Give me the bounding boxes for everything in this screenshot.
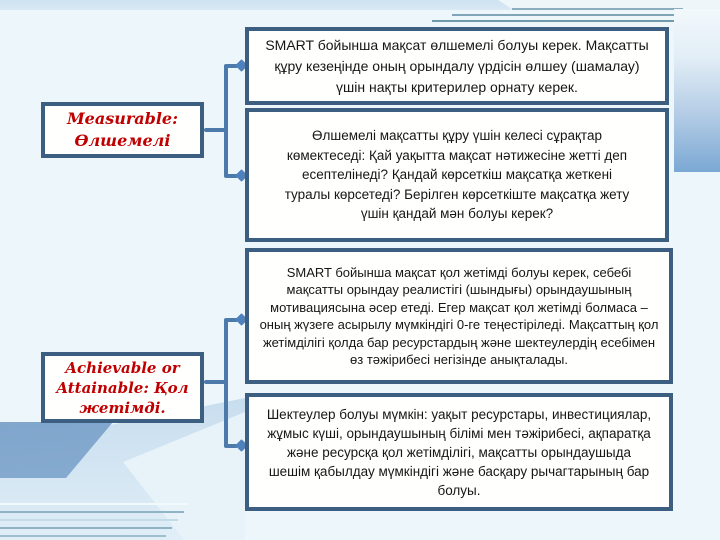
bottom-decor-line <box>0 535 166 537</box>
connector-achievable-stub <box>204 380 226 384</box>
text-box-measurable-definition: SMART бойынша мақсат өлшемелі болуы кере… <box>245 27 669 105</box>
achievable-definition-text: SMART бойынша мақсат қол жетімді болуы к… <box>259 264 659 368</box>
top-decor-line <box>452 14 688 16</box>
connector-measurable-arm-bottom <box>226 174 238 178</box>
achievable-constraints-text: Шектеулер болуы мүмкін: уақыт ресурстары… <box>266 406 652 498</box>
text-box-achievable-constraints: Шектеулер болуы мүмкін: уақыт ресурстары… <box>245 393 673 511</box>
top-decor-line <box>512 8 683 10</box>
connector-achievable-rail <box>224 318 228 448</box>
label-achievable-text: Achievable or Attainable: Қол жетімді. <box>56 358 189 417</box>
bottom-decor-line <box>0 503 188 505</box>
right-gradient-band <box>674 9 720 172</box>
label-measurable-text: Measurable: Өлшемелі <box>66 109 179 150</box>
label-box-measurable: Measurable: Өлшемелі <box>41 102 204 158</box>
top-decor-line <box>432 20 689 22</box>
connector-measurable-rail <box>224 64 228 178</box>
label-box-achievable: Achievable or Attainable: Қол жетімді. <box>41 352 204 423</box>
connector-measurable-stub <box>204 128 226 132</box>
connector-achievable-arm-top <box>226 318 238 322</box>
bottom-decor-line <box>0 511 184 513</box>
text-box-achievable-definition: SMART бойынша мақсат қол жетімді болуы к… <box>245 248 673 384</box>
connector-achievable-arm-bottom <box>226 444 238 448</box>
bottom-decor-line <box>0 519 178 521</box>
connector-measurable-arm-top <box>226 64 238 68</box>
text-box-measurable-questions: Өлшемелі мақсатты құру үшін келесі сұрақ… <box>245 108 669 242</box>
measurable-questions-text: Өлшемелі мақсатты құру үшін келесі сұрақ… <box>284 128 630 222</box>
bottom-decor-line <box>0 527 172 529</box>
measurable-definition-text: SMART бойынша мақсат өлшемелі болуы кере… <box>265 36 649 95</box>
top-accent-strip <box>0 0 720 10</box>
